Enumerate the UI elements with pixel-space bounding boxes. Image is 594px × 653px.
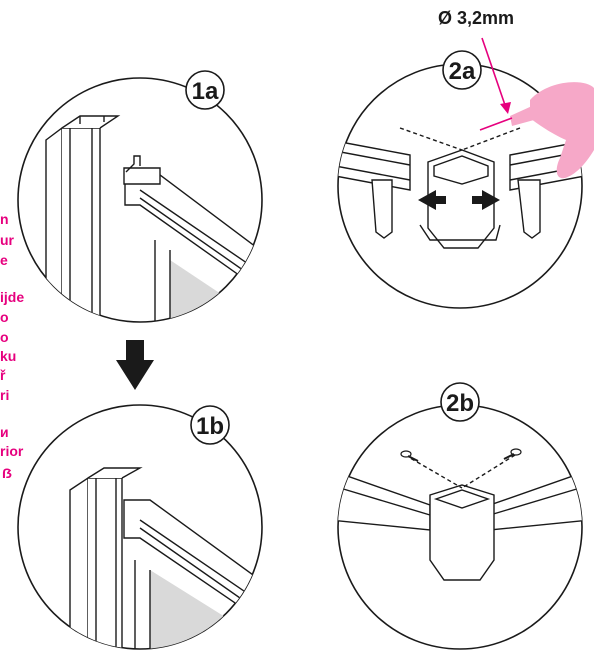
corner-connector xyxy=(123,167,161,185)
side-text-line: ri xyxy=(0,387,9,403)
corner-cap-installed xyxy=(429,484,495,581)
side-text-line: n xyxy=(0,211,9,227)
panel-2a: Ø 3,2mm 2a xyxy=(337,8,594,309)
side-text-line: ur xyxy=(0,232,15,248)
side-text-line: ẞ xyxy=(2,465,12,481)
side-text-line: ku xyxy=(0,348,16,364)
push-arrow-right xyxy=(472,190,500,210)
panel-2b: 2b xyxy=(337,382,583,650)
down-arrow xyxy=(116,340,154,390)
panel-1b: 1b xyxy=(17,404,263,650)
side-text-line: o xyxy=(0,329,9,345)
screw-icon-left xyxy=(400,450,419,462)
drill-icon xyxy=(479,82,594,179)
vertical-profile xyxy=(45,126,63,322)
side-text-line: e xyxy=(0,252,8,268)
drill-diameter-label: Ø 3,2mm xyxy=(438,8,514,28)
side-text-line: и xyxy=(0,424,9,440)
step-label-1b: 1b xyxy=(196,413,224,440)
step-label-1a: 1a xyxy=(192,78,219,105)
side-text-line: rior xyxy=(0,443,24,459)
step-label-2b: 2b xyxy=(446,390,474,417)
step-label-2a: 2a xyxy=(449,58,476,85)
push-arrow-left xyxy=(418,190,446,210)
side-text-line: ijde xyxy=(0,289,24,305)
drill-pointer xyxy=(481,37,507,109)
left-rail xyxy=(338,139,411,191)
side-text-column: n ur e ijde o o ku ř ri и rior ẞ xyxy=(0,211,24,481)
panel-1a: 1a xyxy=(17,70,263,323)
screw-icon-right xyxy=(503,448,522,460)
side-text-line: o xyxy=(0,309,9,325)
side-text-line: ř xyxy=(0,367,6,383)
